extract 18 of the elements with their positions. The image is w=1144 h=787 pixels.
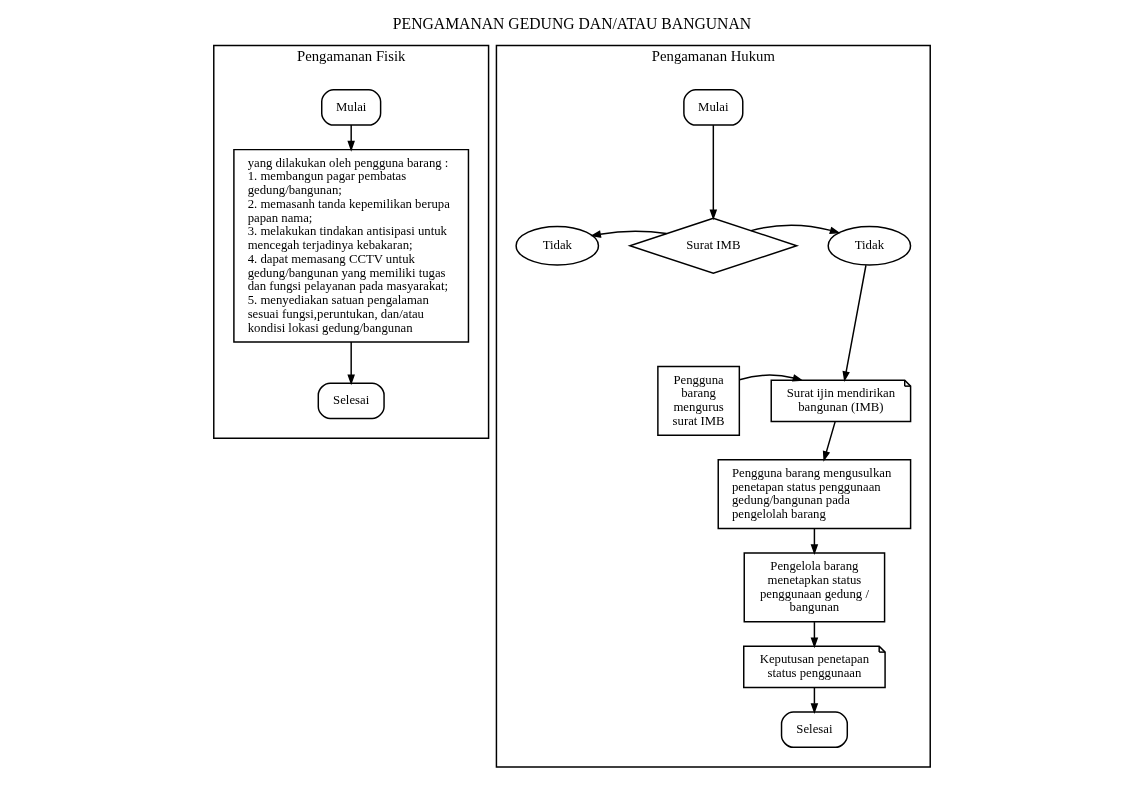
arrow xyxy=(822,420,836,462)
arrow xyxy=(738,374,804,382)
arrow xyxy=(842,264,867,383)
node-diamond: Surat IMB xyxy=(627,217,800,275)
node-box: Selesai xyxy=(317,382,385,420)
arrow xyxy=(709,124,718,221)
node-box: Pengguna barang mengusulkan penetapan status penggunaan gedung/bangunan pada pengelolah barang xyxy=(717,459,912,530)
node-box: yang dilakukan oleh pengguna barang : 1. membangun pagar pembatas gedung/bangunan; 2. memasanh tanda kepemilikan berupa papan nama; 3. melakukan tindakan antisipasi untuk mencegah terjadinya kebakaran; 4. dapat memasang CCTV untuk gedung/bangunan yang memiliki tugas dan fungsi pelayanan pada masyarakat; 5. menyediakan satuan pengalaman sesuai fungsi,peruntukan, dan/atau kondisi lokasi gedung/bangunan xyxy=(233,148,470,343)
diagram-title: PENGAMANAN GEDUNG DAN/ATAU BANGUNAN xyxy=(392,14,752,32)
arrow xyxy=(347,124,355,152)
node-box: Pengguna barang mengurus surat IMB xyxy=(657,365,741,436)
arrow xyxy=(347,341,355,386)
node-box: Selesai xyxy=(780,711,849,749)
node-box: Mulai xyxy=(683,89,744,126)
node-box: Mulai xyxy=(321,89,382,126)
node-box: Pengelola barang menetapkan status penggunaan gedung / bangunan xyxy=(743,552,886,623)
arrow xyxy=(750,224,841,234)
arrow xyxy=(590,230,668,238)
